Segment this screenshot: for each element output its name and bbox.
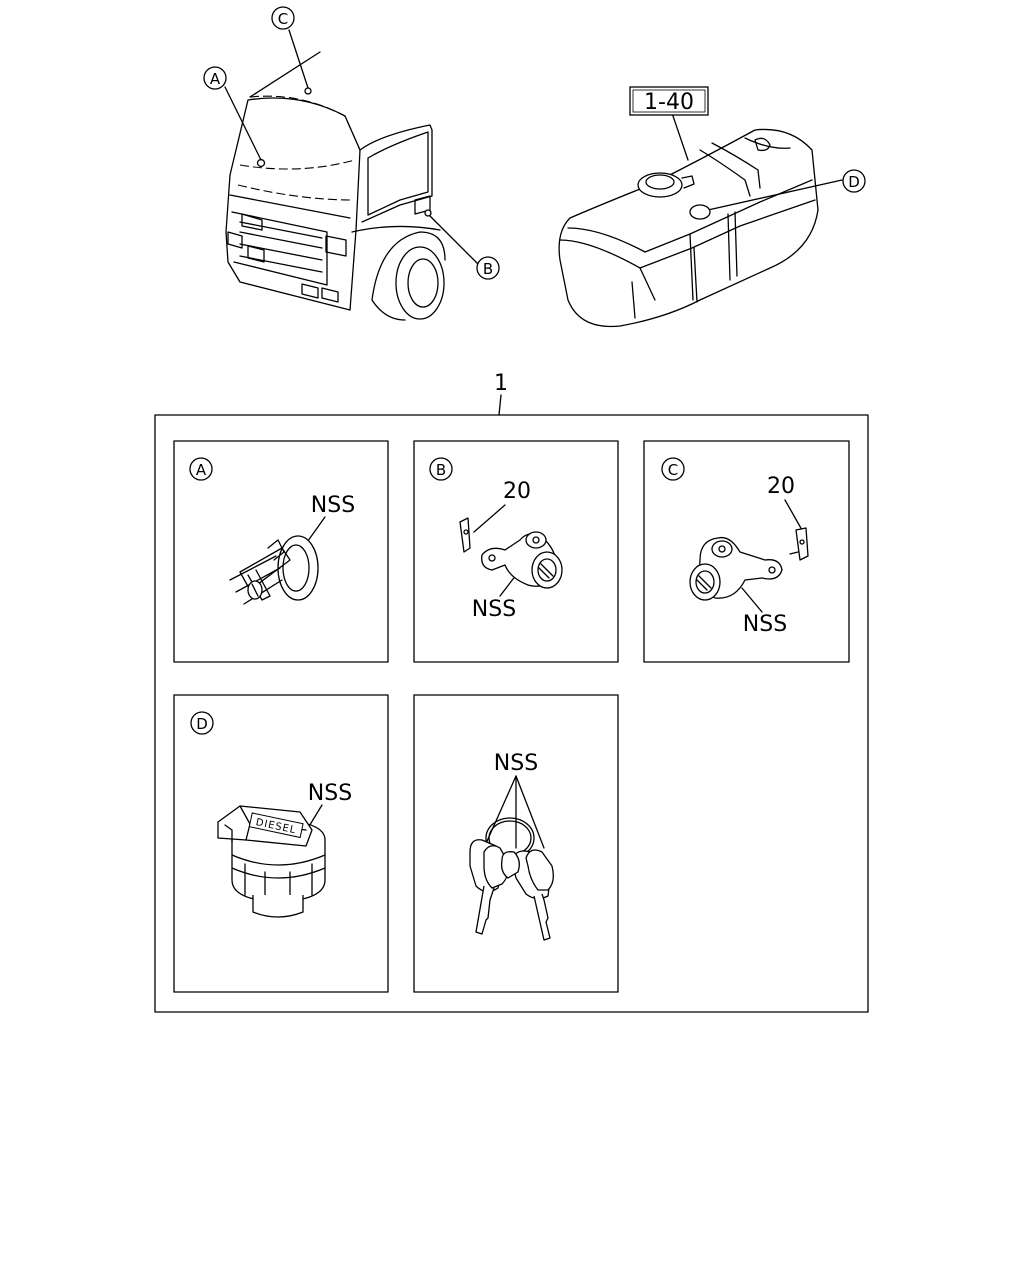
lock-cylinder-a-drawing <box>229 535 319 605</box>
callout-d-label: D <box>848 173 860 191</box>
callout-b-circle <box>476 256 500 280</box>
fuel-tank-drawing <box>558 128 819 328</box>
panel-b-letter: B <box>436 461 446 479</box>
panel-a-letter: A <box>196 461 207 479</box>
lock-cylinder-b-drawing <box>459 517 563 589</box>
panel-b-clip-label: 20 <box>503 479 531 504</box>
assembly-number: 1 <box>494 371 508 396</box>
callout-b-label: B <box>483 260 493 278</box>
truck-cab-drawing <box>225 51 446 321</box>
callout-d-circle <box>842 169 866 193</box>
panel-b: B 20 NSS <box>413 440 619 663</box>
callout-c-circle <box>271 6 295 30</box>
reference-box <box>629 86 709 116</box>
callout-a-label: A <box>210 70 221 88</box>
panel-c-clip-label: 20 <box>767 474 795 499</box>
panel-d-part-label: NSS <box>308 781 352 806</box>
panel-a-part-label: NSS <box>311 493 355 518</box>
assembly-frame <box>154 414 869 1013</box>
callout-a-circle <box>203 66 227 90</box>
fuel-cap-drawing: DIESEL <box>217 805 326 918</box>
panel-d: D NSS DIESEL <box>173 694 389 993</box>
lock-cylinder-c-drawing <box>689 527 809 601</box>
panel-keys: NSS <box>413 694 619 993</box>
panel-c-part-label: NSS <box>743 612 787 637</box>
keys-drawing <box>469 817 554 941</box>
panel-a: A NSS <box>173 440 389 663</box>
callout-c-label: C <box>278 10 288 28</box>
panel-c-letter: C <box>668 461 678 479</box>
panel-b-part-label: NSS <box>472 597 516 622</box>
reference-label: 1-40 <box>644 90 694 115</box>
panel-c: C 20 NSS <box>643 440 850 663</box>
panel-d-letter: D <box>196 715 208 733</box>
panel-keys-part-label: NSS <box>494 751 538 776</box>
